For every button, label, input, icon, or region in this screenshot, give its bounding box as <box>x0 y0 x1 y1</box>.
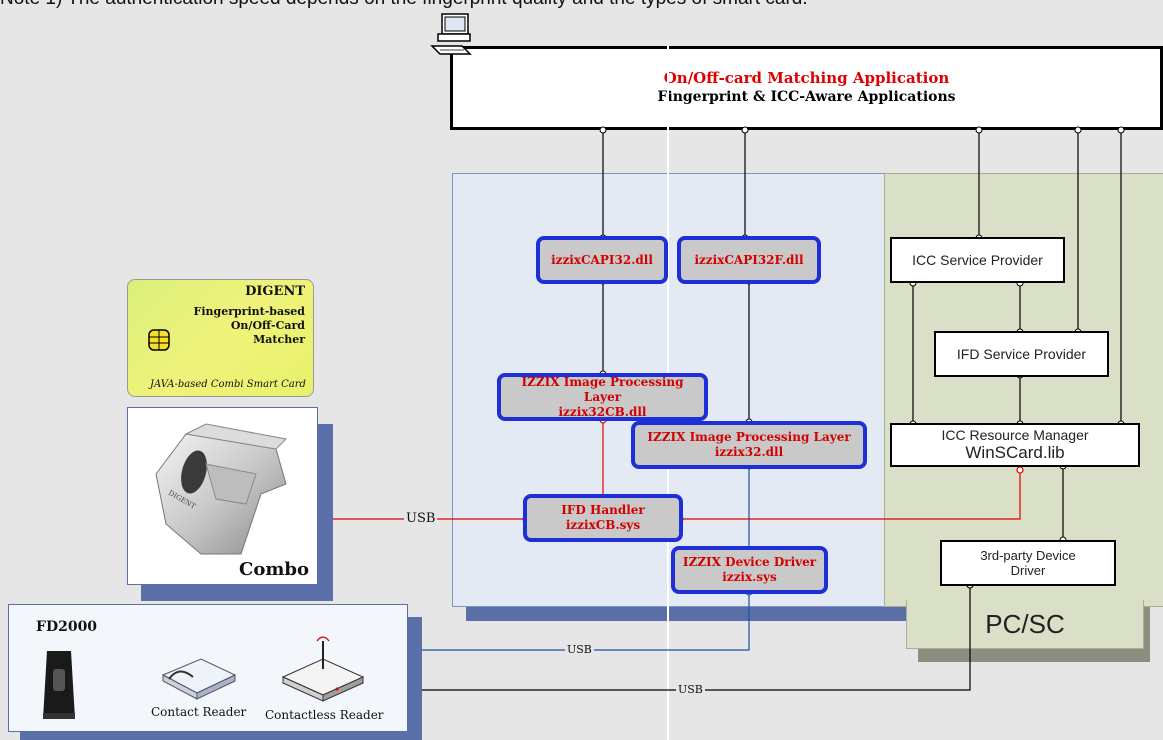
junction-dot <box>599 126 607 134</box>
device-driver-box: IZZIX Device Driver izzix.sys <box>671 546 828 594</box>
usb-label-black: USB <box>676 683 705 696</box>
ifd-service-provider-label: IFD Service Provider <box>956 346 1087 362</box>
combo-device-icon: DIGENT <box>155 423 288 555</box>
image-processing-layer-cb-title: IZZIX Image Processing Layer <box>521 374 684 404</box>
third-party-driver-line2: Driver <box>1010 563 1046 578</box>
ifd-handler-file: izzixCB.sys <box>565 518 641 532</box>
third-party-driver-box: 3rd-party Device Driver <box>940 540 1116 586</box>
junction-dot <box>1074 126 1082 134</box>
image-processing-layer-cb-file: izzix32CB.dll <box>558 404 647 419</box>
card-line3: Matcher <box>253 333 305 346</box>
device-driver-title: IZZIX Device Driver <box>682 555 817 569</box>
icc-service-provider-box: ICC Service Provider <box>890 237 1065 283</box>
image-processing-layer-cb-box: IZZIX Image Processing Layer izzix32CB.d… <box>497 373 708 421</box>
third-party-driver-line1: 3rd-party Device <box>980 548 1076 563</box>
contact-reader-label: Contact Reader <box>151 705 247 719</box>
pcsc-label: PC/SC <box>985 608 1065 639</box>
combo-label: Combo <box>239 559 309 580</box>
usb-label-red: USB <box>404 511 438 526</box>
computer-icon <box>430 13 472 55</box>
application-box: On/Off-card Matching Application Fingerp… <box>450 46 1163 130</box>
fd2000-box: FD2000 Contact Reader Contactless Reader <box>8 604 408 732</box>
usb-label-blue: USB <box>565 643 594 656</box>
card-brand: DIGENT <box>245 284 305 299</box>
smart-card: DIGENT Fingerprint-based On/Off-Card Mat… <box>127 279 314 397</box>
fingerprint-reader-icon <box>43 651 75 719</box>
ifd-handler-box: IFD Handler izzixCB.sys <box>523 494 683 542</box>
izzixcapi32-label: izzixCAPI32.dll <box>551 252 653 267</box>
izzixcapi32f-box: izzixCAPI32F.dll <box>677 236 821 284</box>
icc-resource-manager-box: ICC Resource Manager WinSCard.lib <box>890 423 1140 467</box>
device-driver-file: izzix.sys <box>722 570 777 584</box>
card-line1: Fingerprint-based <box>193 305 305 318</box>
junction-dot <box>1117 126 1125 134</box>
icc-resource-manager-title: ICC Resource Manager <box>941 427 1089 443</box>
icc-resource-manager-lib: WinSCard.lib <box>965 443 1065 462</box>
pcsc-label-box: PC/SC <box>906 600 1144 649</box>
ifd-handler-title: IFD Handler <box>561 503 645 517</box>
junction-dot <box>1016 466 1024 474</box>
icc-service-provider-label: ICC Service Provider <box>912 252 1043 268</box>
junction-dot <box>741 126 749 134</box>
application-subtitle: Fingerprint & ICC-Aware Applications <box>657 89 956 105</box>
note-text: Note 1) The authentication speed depends… <box>0 0 808 10</box>
fd2000-title: FD2000 <box>36 619 98 635</box>
card-line2: On/Off-Card <box>230 319 305 332</box>
card-footer: JAVA-based Combi Smart Card <box>150 379 306 390</box>
application-title: On/Off-card Matching Application <box>663 69 950 87</box>
contact-reader-icon <box>161 658 237 700</box>
image-processing-layer-file: izzix32.dll <box>714 445 784 459</box>
ifd-service-provider-box: IFD Service Provider <box>934 331 1109 377</box>
image-processing-layer-title: IZZIX Image Processing Layer <box>647 430 851 444</box>
chip-icon <box>148 329 170 351</box>
izzixcapi32-box: izzixCAPI32.dll <box>536 236 668 284</box>
contactless-reader-label: Contactless Reader <box>265 708 384 722</box>
junction-dot <box>975 126 983 134</box>
image-processing-layer-box: IZZIX Image Processing Layer izzix32.dll <box>631 421 867 469</box>
combo-box: DIGENT Combo <box>127 407 318 585</box>
contactless-reader-icon <box>281 636 365 702</box>
izzixcapi32f-label: izzixCAPI32F.dll <box>694 252 804 267</box>
